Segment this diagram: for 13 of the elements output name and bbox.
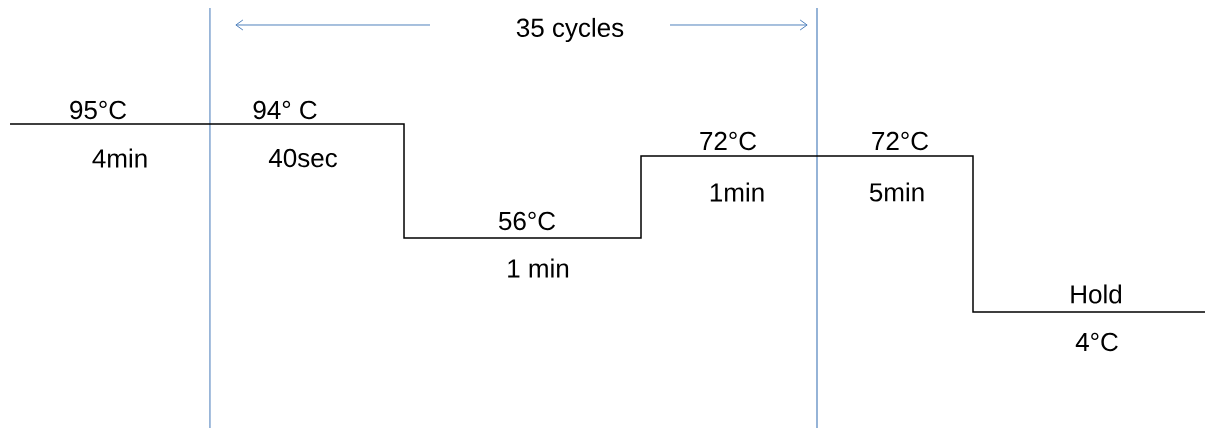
temperature-label: 95°C <box>70 100 127 120</box>
cycle-count-label: 35 cycles <box>516 17 624 43</box>
step-label: Hold <box>1071 284 1122 304</box>
temperature-label: 4°C <box>1075 332 1118 352</box>
duration-label: 4min <box>92 148 147 168</box>
temperature-label: 72°C <box>872 131 929 151</box>
duration-label: 40sec <box>268 148 337 168</box>
temperature-label: 94° C <box>253 100 317 120</box>
duration-label: 5min <box>869 182 924 202</box>
duration-label: 1min <box>710 182 764 202</box>
duration-label: 1 min <box>508 258 569 278</box>
temperature-label: 72°C <box>700 131 757 151</box>
temperature-label: 56°C <box>499 211 556 231</box>
